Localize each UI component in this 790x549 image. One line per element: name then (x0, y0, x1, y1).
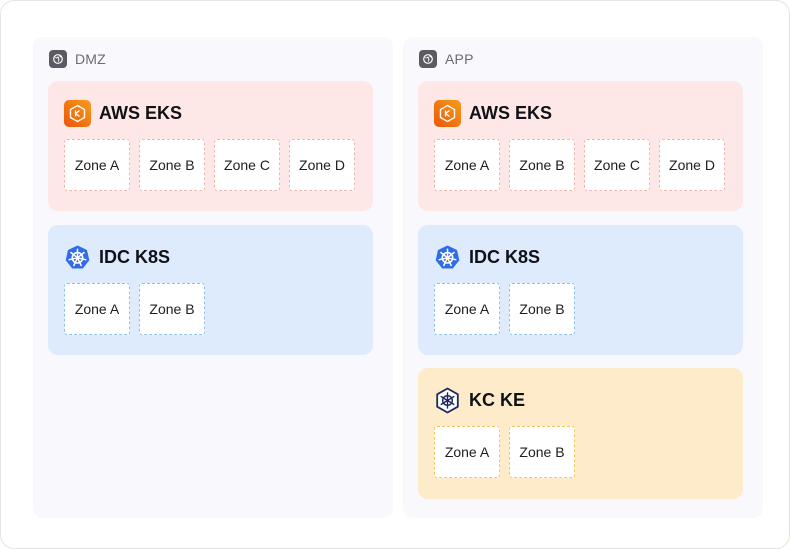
cluster-header: IDC K8S (434, 243, 540, 271)
zone-d[interactable]: Zone D (289, 139, 355, 191)
column-label: APP (445, 51, 474, 67)
cluster-name: AWS EKS (469, 102, 553, 123)
zone-c[interactable]: Zone C (584, 139, 650, 191)
cluster-header: AWS EKS (64, 99, 182, 127)
column-header: DMZ (49, 49, 106, 69)
zone-a[interactable]: Zone A (64, 283, 130, 335)
zone-b[interactable]: Zone B (139, 283, 205, 335)
zone-a[interactable]: Zone A (434, 139, 500, 191)
cluster-name: IDC K8S (469, 246, 541, 267)
zone-list: Zone A Zone B Zone C Zone D (64, 139, 355, 191)
zone-list: Zone A Zone B (434, 426, 575, 478)
kubernetes-logo-icon (65, 245, 90, 268)
cluster-idc-k8s: IDC K8S Zone A Zone B (48, 225, 373, 355)
zone-list: Zone A Zone B (434, 283, 575, 335)
zone-a[interactable]: Zone A (64, 139, 130, 191)
cluster-name: AWS EKS (99, 102, 183, 123)
cluster-kc-ke: KC KE Zone A Zone B (418, 368, 743, 499)
cluster-idc-k8s: IDC K8S Zone A Zone B (418, 225, 743, 355)
zone-b[interactable]: Zone B (509, 283, 575, 335)
zone-b[interactable]: Zone B (509, 426, 575, 478)
cluster-aws-eks: AWS EKS Zone A Zone B Zone C Zone D (48, 81, 373, 211)
aws-eks-logo-icon (434, 99, 461, 127)
column-app: APP AWS EKS Zone A Zone B Zone C Zone D (403, 37, 763, 518)
zone-b[interactable]: Zone B (139, 139, 205, 191)
aws-eks-logo-icon (64, 99, 91, 127)
zone-d[interactable]: Zone D (659, 139, 725, 191)
globe-icon (419, 50, 437, 68)
zone-a[interactable]: Zone A (434, 426, 500, 478)
column-label: DMZ (75, 51, 106, 67)
kubernetes-logo-icon (435, 245, 460, 268)
cluster-header: AWS EKS (434, 99, 552, 127)
cluster-header: KC KE (434, 386, 525, 414)
kubernetes-outline-logo-icon (436, 386, 459, 414)
cluster-name: KC KE (469, 389, 526, 410)
zone-b[interactable]: Zone B (509, 139, 575, 191)
globe-icon (49, 50, 67, 68)
zone-a[interactable]: Zone A (434, 283, 500, 335)
cluster-header: IDC K8S (64, 243, 170, 271)
cluster-name: IDC K8S (99, 246, 171, 267)
cluster-aws-eks: AWS EKS Zone A Zone B Zone C Zone D (418, 81, 743, 211)
zone-list: Zone A Zone B (64, 283, 205, 335)
column-dmz: DMZ AWS EKS Zone A Zone B Zone C Zone D (33, 37, 393, 518)
column-header: APP (419, 49, 474, 69)
zone-c[interactable]: Zone C (214, 139, 280, 191)
zone-list: Zone A Zone B Zone C Zone D (434, 139, 725, 191)
